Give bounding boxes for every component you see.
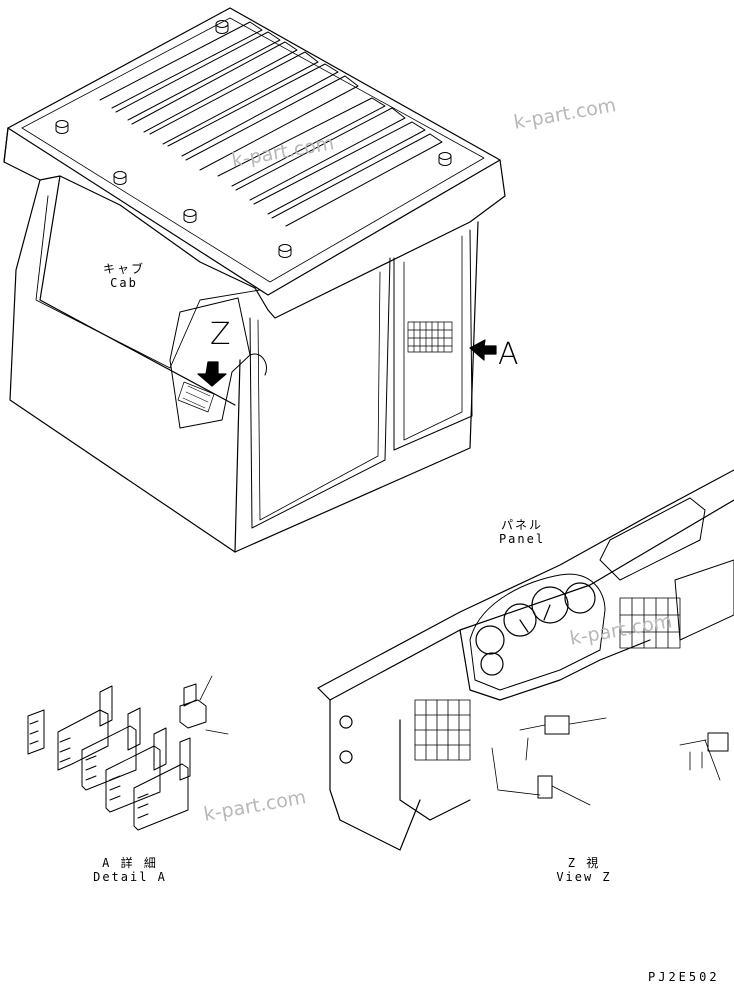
view-z-label-en: View Z xyxy=(556,870,612,884)
panel-illustration xyxy=(317,469,734,851)
callout-z: Z xyxy=(210,317,231,352)
cab-label: キャブ Cab xyxy=(94,262,154,290)
drawing-code: PJ2E502 xyxy=(648,970,720,984)
view-z-label: Z 視 View Z xyxy=(552,856,616,884)
detail-a-label-jp: A 詳 細 xyxy=(102,856,158,870)
panel-label-en: Panel xyxy=(498,532,546,546)
detail-a-illustration xyxy=(27,675,229,831)
cab-label-en: Cab xyxy=(110,276,138,290)
callout-a: A xyxy=(498,337,519,372)
detail-a-label: A 詳 細 Detail A xyxy=(92,856,168,884)
detail-a-label-en: Detail A xyxy=(93,870,167,884)
cab-illustration xyxy=(3,7,506,553)
cab-label-jp: キャブ xyxy=(102,262,145,276)
panel-label-jp: パネル xyxy=(500,518,543,532)
view-z-label-jp: Z 視 xyxy=(567,856,601,870)
panel-label: パネル Panel xyxy=(492,518,552,546)
